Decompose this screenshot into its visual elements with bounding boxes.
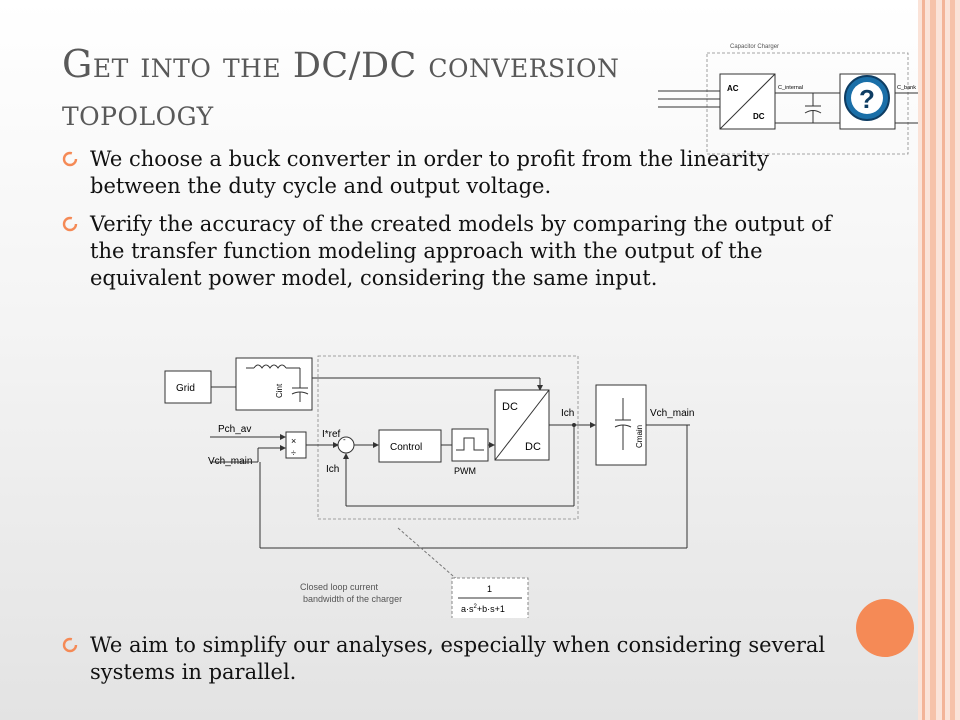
bullet-list: We choose a buck converter in order to p… [62,146,852,303]
bullet-text-3: We aim to simplify our analyses, especia… [90,633,826,684]
tf-denominator: a·s2+b·s+1 [461,604,505,614]
svg-text:÷: ÷ [291,448,296,458]
summing-junction [337,436,355,454]
grid-label: Grid [176,383,195,394]
right-stripe-2 [930,0,936,720]
c-int-label: Cint [275,383,284,398]
bullet-item-3: We aim to simplify our analyses, especia… [62,632,852,686]
internal-cap-block [235,357,313,411]
right-stripe-1 [922,0,925,720]
i-ch-feedback-label: Ich [326,464,339,475]
dc-bottom-label: DC [525,441,541,453]
bullet-text-1: We choose a buck converter in order to p… [90,147,769,198]
bullet-item-1: We choose a buck converter in order to p… [62,146,852,200]
c-internal-label: C_internal [778,85,803,91]
title-part-1: et into the [92,46,293,86]
right-stripe-4 [950,0,955,720]
bullet-arrow-icon [62,151,78,167]
bullet-arrow-icon [62,216,78,232]
tf-numerator: 1 [487,584,492,594]
bandwidth-note-line1: Closed loop current [300,582,379,592]
c-main-label: Cmain [635,425,644,448]
bandwidth-note-line2: bandwidth of the charger [303,594,402,604]
minus-sign: - [343,435,346,444]
pwm-label: PWM [454,466,476,476]
bullet-arrow-icon [62,637,78,653]
capacitor-charger-diagram: Capacitor Charger AC DC C_internal ? C_b… [658,44,918,155]
title-part-dcdc: DC/DC [292,46,417,86]
control-block [378,429,442,463]
svg-text:?: ? [859,84,875,114]
bullet-text-2: Verify the accuracy of the created model… [90,212,832,290]
question-mark-icon: ? [844,75,890,121]
i-ref-label: I*ref [322,429,341,440]
title-part-2: conversion [416,46,620,86]
dc-label: DC [753,112,765,121]
pwm-block [451,428,489,462]
bottom-bullet-list: We aim to simplify our analyses, especia… [62,632,852,686]
control-block-diagram: Grid Cint Pch_av Vch_main × ÷ I*ref - Ic… [164,355,694,618]
ac-label: AC [727,84,739,93]
p-ch-av-label: Pch_av [218,424,251,435]
slide-title: Get into the DC/DC conversion topology [62,40,702,138]
control-label: Control [390,442,422,453]
right-stripe-3 [942,0,945,720]
title-line-2: topology [62,94,214,134]
title-cap-g: G [62,42,93,86]
capacitor-charger-title: Capacitor Charger [730,44,779,50]
c-bank-label: C_bank [897,85,916,91]
svg-text:×: × [291,436,296,446]
i-ch-out-label: Ich [561,408,574,419]
dc-top-label: DC [502,401,518,413]
bullet-item-2: Verify the accuracy of the created model… [62,211,852,292]
v-ch-main-out-label: Vch_main [650,408,694,419]
grid-block [164,370,212,404]
orange-circle-decoration [856,599,914,657]
